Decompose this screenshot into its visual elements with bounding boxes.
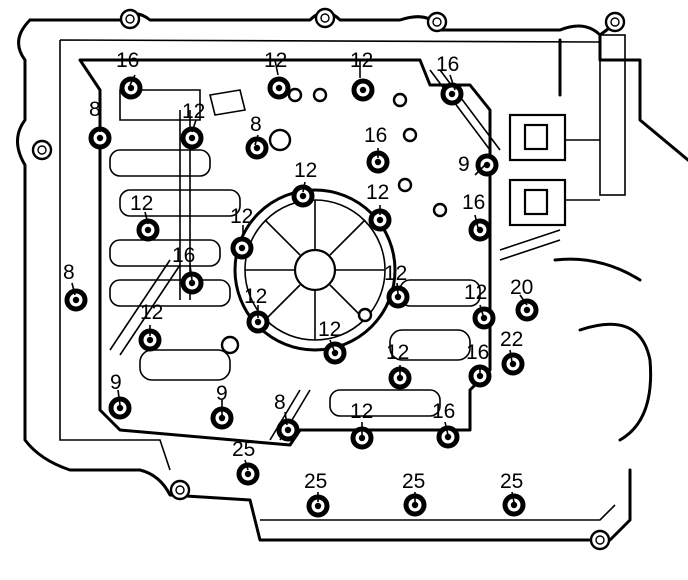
torque-label: 12	[130, 192, 153, 215]
torque-label: 12	[230, 205, 253, 228]
torque-label: 12	[244, 285, 267, 308]
torque-label: 20	[510, 276, 533, 299]
case-outline	[16, 11, 688, 542]
bolt-head	[350, 426, 374, 450]
torque-label: 16	[466, 341, 489, 364]
bolt-head	[246, 310, 270, 334]
bolt-head	[472, 306, 496, 330]
bolt-head	[108, 396, 132, 420]
bolt-head	[236, 462, 260, 486]
torque-label: 16	[172, 244, 195, 267]
torque-label: 16	[116, 49, 139, 72]
bolt-head	[136, 218, 160, 242]
bolt-head	[440, 82, 464, 106]
accumulator-cover	[233, 188, 397, 352]
torque-label: 9	[216, 382, 228, 405]
torque-label: 12	[366, 181, 389, 204]
torque-label: 9	[110, 371, 122, 394]
torque-label: 25	[402, 470, 425, 493]
bolt-head	[468, 364, 492, 388]
bolt-head	[436, 425, 460, 449]
case-holes	[31, 7, 626, 551]
bolt-head	[515, 298, 539, 322]
bolt-head	[276, 418, 300, 442]
bolt-head	[291, 184, 315, 208]
valve-body	[78, 58, 501, 447]
torque-label: 25	[304, 470, 327, 493]
bolt-head	[64, 288, 88, 312]
bolt-head	[468, 218, 492, 242]
torque-label: 16	[462, 191, 485, 214]
bolt-head	[210, 406, 234, 430]
bolt-head	[475, 153, 499, 177]
torque-labels: 16 12 12 16 8 12 8 16 9 12 12 12 16 12 8…	[63, 49, 533, 493]
bolt-head	[230, 236, 254, 260]
torque-label: 12	[386, 341, 409, 364]
torque-label: 16	[364, 124, 387, 147]
torque-label: 22	[500, 328, 523, 351]
bolt-head	[502, 493, 526, 517]
bolt-head	[368, 208, 392, 232]
bolt-head	[306, 494, 330, 518]
torque-label: 12	[350, 400, 373, 423]
bolt-head	[119, 76, 143, 100]
torque-label: 12	[464, 281, 487, 304]
bolt-head	[180, 271, 204, 295]
torque-label: 16	[432, 400, 455, 423]
bolt-head	[351, 78, 375, 102]
torque-label: 8	[63, 261, 75, 284]
bolt-group	[64, 76, 539, 518]
leader-lines	[71, 59, 528, 503]
torque-label: 12	[384, 262, 407, 285]
torque-label: 8	[89, 98, 101, 121]
torque-label: 25	[232, 438, 255, 461]
torque-label: 25	[500, 470, 523, 493]
torque-label: 8	[274, 391, 286, 414]
bolt-head	[180, 126, 204, 150]
torque-label: 16	[436, 53, 459, 76]
torque-label: 12	[294, 159, 317, 182]
torque-label: 12	[318, 318, 341, 341]
bolt-head	[388, 366, 412, 390]
torque-label: 12	[264, 49, 287, 72]
case-details	[220, 87, 448, 355]
bolt-head	[88, 126, 112, 150]
bolt-head	[267, 76, 291, 100]
torque-label: 9	[458, 153, 470, 176]
torque-label: 12	[182, 100, 205, 123]
bolt-head	[323, 341, 347, 365]
solenoid-assembly	[499, 34, 626, 261]
torque-label: 12	[140, 301, 163, 324]
bolt-head	[501, 352, 525, 376]
torque-label: 12	[350, 49, 373, 72]
torque-label: 8	[250, 113, 262, 136]
